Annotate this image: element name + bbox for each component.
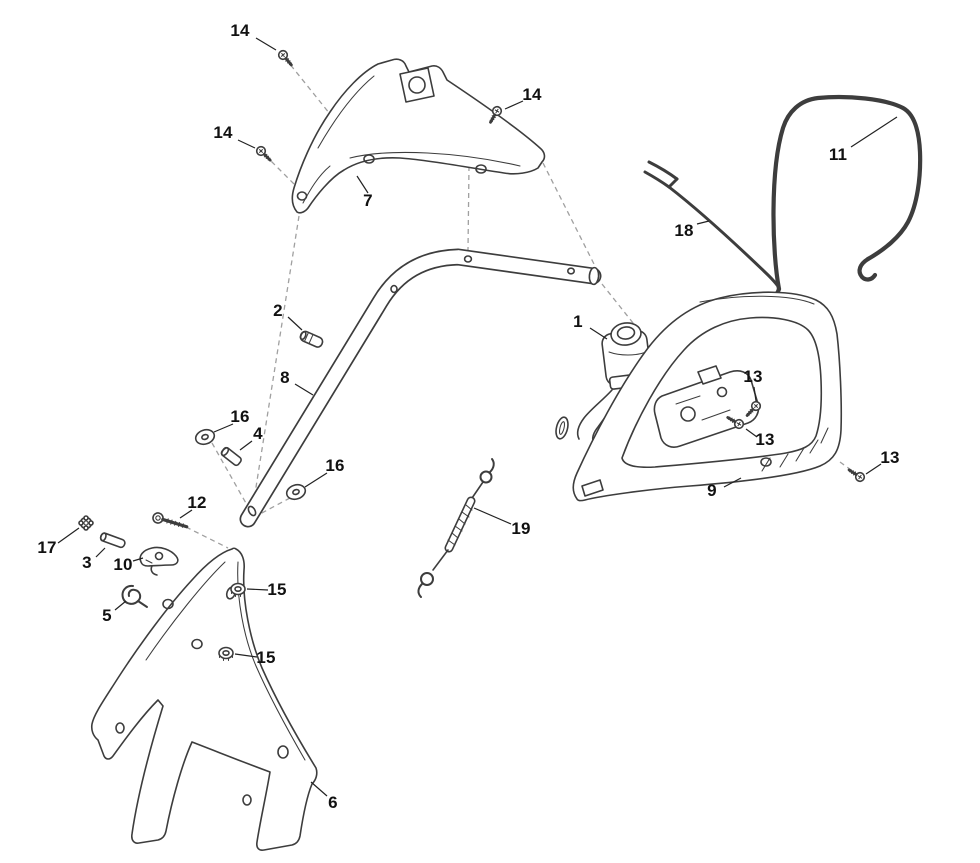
nut-15-a <box>230 582 246 598</box>
nut-17 <box>78 515 94 531</box>
callout-part-17: 17 <box>37 538 57 557</box>
callout-part-14-2: 14 <box>522 85 542 104</box>
pin-3 <box>99 532 126 549</box>
callout-part-13-3: 13 <box>880 448 900 467</box>
screw-13-c <box>847 468 866 483</box>
callout-part-9: 9 <box>707 481 717 500</box>
part-7-handle-cover <box>291 58 546 214</box>
callout-part-2: 2 <box>273 301 283 320</box>
screw-13-b <box>726 416 745 430</box>
callout-part-18: 18 <box>674 221 694 240</box>
part-19-cable-spring <box>417 458 495 598</box>
washer-16-b <box>285 483 307 501</box>
screw-14-b <box>489 105 503 124</box>
callout-part-14-1: 14 <box>230 21 250 40</box>
washer-16-a <box>194 428 216 446</box>
screw-13-a <box>745 400 762 417</box>
nut-15-b <box>218 646 234 662</box>
callout-part-16-2: 16 <box>325 456 345 475</box>
bolt-12 <box>152 512 189 529</box>
callout-part-15-2: 15 <box>256 648 276 667</box>
callout-part-1: 1 <box>573 312 583 331</box>
lever-10 <box>139 546 179 576</box>
callout-part-13-1: 13 <box>743 367 763 386</box>
callout-part-4: 4 <box>253 424 263 443</box>
callout-part-5: 5 <box>102 606 112 625</box>
part-18-rod <box>643 160 781 290</box>
part-9-lower-handle-right <box>572 291 843 502</box>
screw-14-a <box>277 49 293 67</box>
callout-part-13-2: 13 <box>755 430 775 449</box>
callout-part-11: 11 <box>828 145 848 164</box>
callout-part-10: 10 <box>113 555 133 574</box>
part-11-bail-wire <box>763 94 923 299</box>
callout-part-15-1: 15 <box>267 580 287 599</box>
callout-part-19: 19 <box>511 519 531 538</box>
callout-part-6: 6 <box>328 793 338 812</box>
callout-part-16-1: 16 <box>230 407 250 426</box>
clip-2 <box>299 330 324 348</box>
callout-part-8: 8 <box>280 368 290 387</box>
pin-4 <box>220 446 242 467</box>
callout-part-12: 12 <box>187 493 207 512</box>
screw-14-c <box>255 145 272 162</box>
callout-part-14-3: 14 <box>213 123 233 142</box>
part-6-lower-handle-left <box>90 547 318 851</box>
callout-part-3: 3 <box>82 553 92 572</box>
callout-leader-lines <box>57 37 898 797</box>
part-8-handle-tube <box>239 248 602 528</box>
callout-part-7: 7 <box>363 191 373 210</box>
clip-5 <box>121 584 148 608</box>
